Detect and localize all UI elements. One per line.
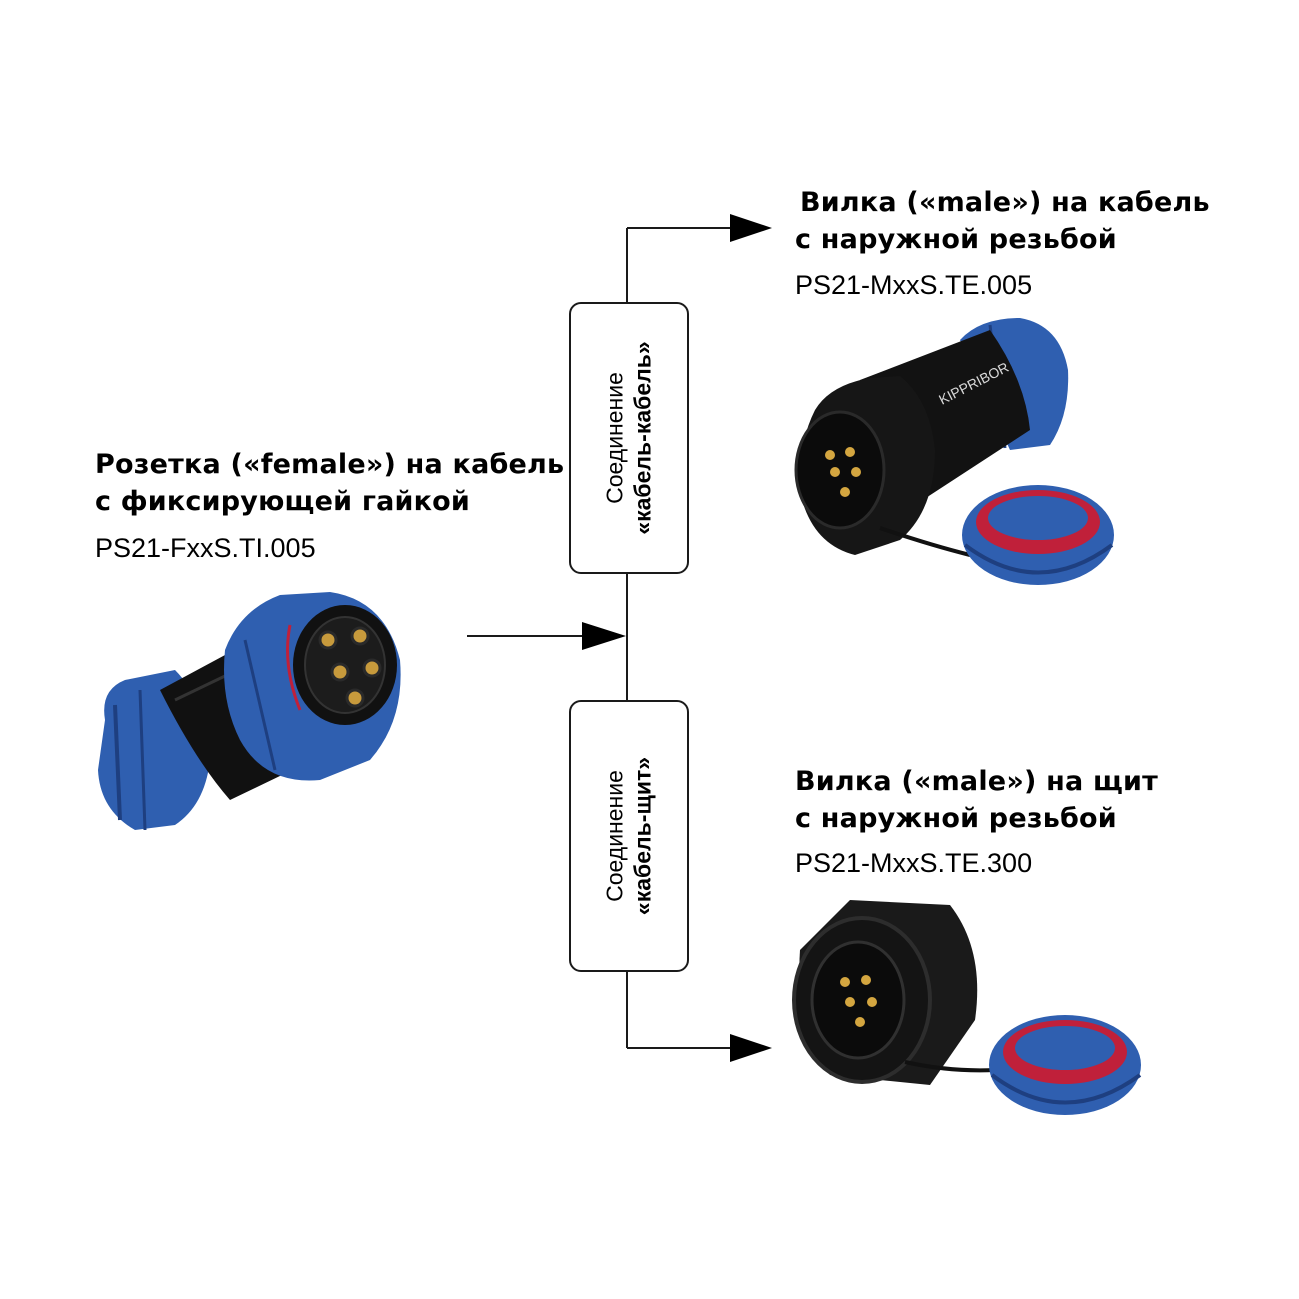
male-panel-code: PS21-MxxS.TE.300 <box>795 848 1033 878</box>
male-cable-code: PS21-MxxS.TE.005 <box>795 270 1033 300</box>
male-cable-title-line2: с наружной резьбой <box>795 224 1117 255</box>
female-sockets <box>318 626 382 708</box>
male-panel-pins <box>840 975 877 1027</box>
male-panel-title-line2: с наружной резьбой <box>795 803 1117 834</box>
connection-box-cable-cable: Соединение «кабель-кабель» <box>569 302 689 574</box>
male-cable-title-line1: Вилка («male») на кабель <box>800 187 1210 218</box>
female-title-line2: с фиксирующей гайкой <box>95 486 471 517</box>
male-cable-connector-body: KIPPRIBOR <box>794 318 1114 585</box>
top-arrow-head <box>730 214 772 242</box>
input-arrow-head <box>582 622 626 650</box>
female-connector-body <box>98 592 401 831</box>
male-panel-title-line1: Вилка («male») на щит <box>795 766 1158 797</box>
connection-box-cable-panel: Соединение «кабель-щит» <box>569 700 689 972</box>
female-code: PS21-FxxS.TI.005 <box>95 533 316 563</box>
male-cable-pins <box>825 447 861 497</box>
female-title-line1: Розетка («female») на кабель <box>95 449 565 480</box>
bottom-arrow-head <box>730 1034 772 1062</box>
male-panel-connector-body <box>792 900 1142 1115</box>
